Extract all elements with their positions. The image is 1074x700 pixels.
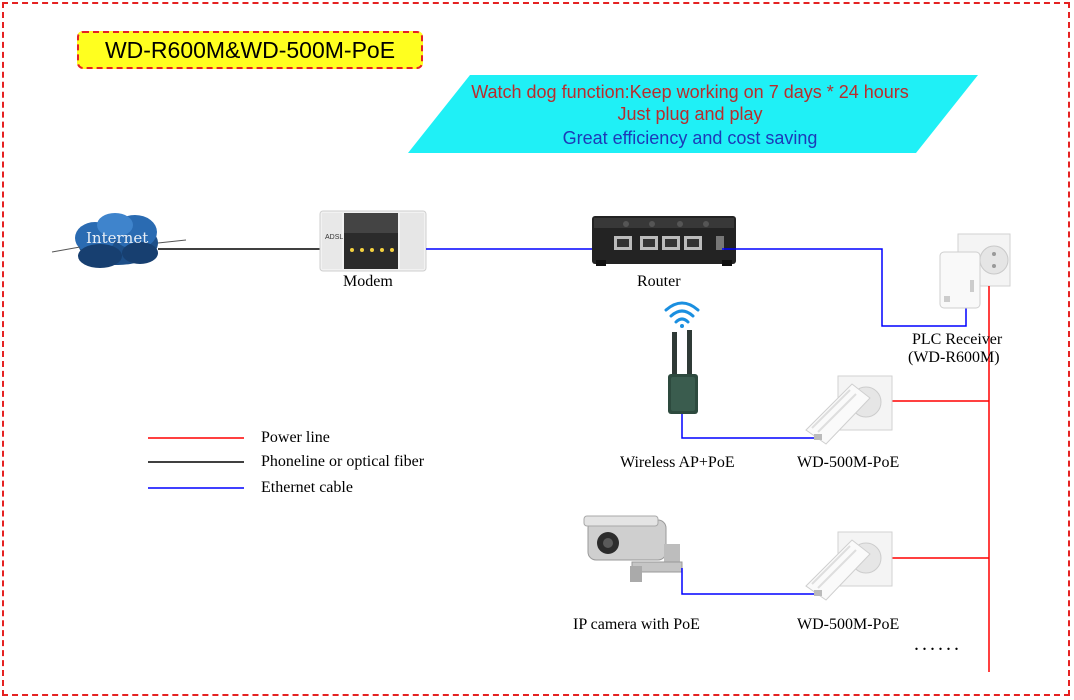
modem-badge: ADSL xyxy=(325,234,344,241)
plc-receiver-model: (WD-R600M) xyxy=(908,349,1000,366)
banner-line-1: Watch dog function:Keep working on 7 day… xyxy=(471,82,909,102)
ip-camera-icon xyxy=(583,515,683,582)
ethernet-ap-adapter-1 xyxy=(681,414,818,439)
wireless-ap-label: Wireless AP+PoE xyxy=(620,454,735,471)
more-devices-ellipsis: ...... xyxy=(914,633,962,655)
internet-label: Internet xyxy=(86,229,149,247)
router-icon xyxy=(592,216,736,266)
banner-shape xyxy=(408,75,978,153)
plc-receiver-icon xyxy=(939,233,1011,309)
adapter-2-label: WD-500M-PoE xyxy=(797,616,900,633)
plc-receiver-label: PLC Receiver xyxy=(912,331,1003,348)
modem-label: Modem xyxy=(343,273,393,290)
router-label: Router xyxy=(637,273,681,290)
adapter-1-label: WD-500M-PoE xyxy=(797,454,900,471)
legend-phone-line-label: Phoneline or optical fiber xyxy=(261,453,425,470)
ethernet-camera-adapter-2 xyxy=(681,568,818,595)
modem-icon xyxy=(319,210,427,272)
banner-line-3: Great efficiency and cost saving xyxy=(562,128,818,148)
diagram-title: WD-R600M&WD-500M-PoE xyxy=(77,31,423,69)
wd-500m-poe-adapter-1-icon xyxy=(805,375,893,445)
legend-power-line-label: Power line xyxy=(261,429,330,446)
wifi-icon xyxy=(664,301,700,328)
legend-ethernet-label: Ethernet cable xyxy=(261,479,353,496)
wd-500m-poe-adapter-2-icon xyxy=(805,531,893,601)
banner-line-2: Just plug and play xyxy=(617,104,763,124)
ip-camera-label: IP camera with PoE xyxy=(573,616,700,633)
internet-cloud-icon xyxy=(51,213,187,268)
wireless-ap-icon xyxy=(668,330,698,414)
ethernet-router-plc xyxy=(722,248,967,327)
